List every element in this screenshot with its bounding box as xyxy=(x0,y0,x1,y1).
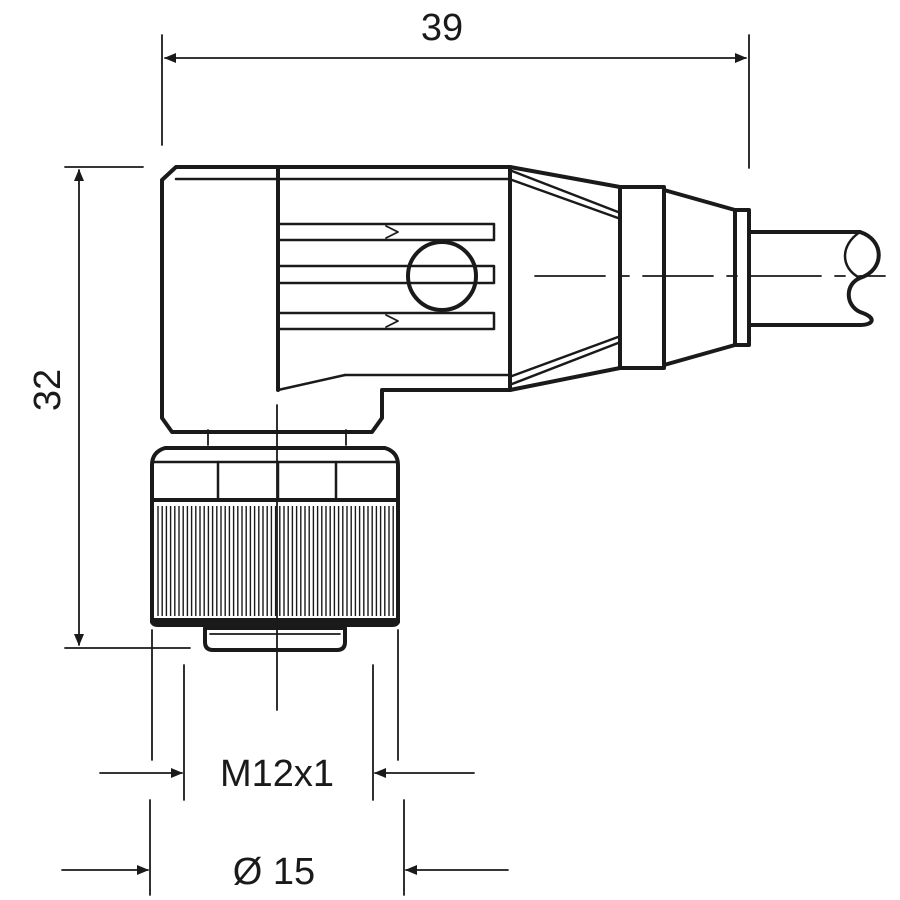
dimension-height: 32 xyxy=(27,166,191,649)
nut-hex xyxy=(150,446,400,502)
dimension-thread: M12x1 xyxy=(99,629,475,801)
diameter-label: Ø 15 xyxy=(233,851,315,893)
screw-icon xyxy=(406,240,478,312)
cable-break xyxy=(846,230,881,327)
thread-label: M12x1 xyxy=(220,753,334,795)
cable-break-inner xyxy=(843,230,862,280)
rib-bottom xyxy=(278,311,496,331)
cable-sleeve xyxy=(618,185,881,370)
cone-line-top-2 xyxy=(510,178,620,220)
dimension-width: 39 xyxy=(161,7,750,169)
nut-bottom-edge xyxy=(150,618,400,627)
sleeve-taper xyxy=(662,188,737,367)
cone-line-bottom-2 xyxy=(510,335,620,378)
housing xyxy=(160,165,622,434)
housing-taper xyxy=(276,373,347,392)
socket-face xyxy=(203,626,347,652)
rib-top xyxy=(278,222,496,242)
housing-outline xyxy=(160,165,622,434)
cone-line-top-1 xyxy=(510,169,620,214)
rib-bottom-marker xyxy=(385,314,399,328)
sleeve-end-ring xyxy=(733,208,751,347)
knurl-lines xyxy=(157,506,394,616)
dimension-diameter: Ø 15 xyxy=(61,799,509,896)
rib-top-marker xyxy=(385,225,399,239)
width-label: 39 xyxy=(421,7,463,49)
cone-line-bottom-1 xyxy=(510,341,620,386)
sleeve-ring xyxy=(618,185,666,370)
rib-middle xyxy=(278,264,496,285)
coupling-nut xyxy=(150,429,400,652)
height-label: 32 xyxy=(27,369,69,411)
